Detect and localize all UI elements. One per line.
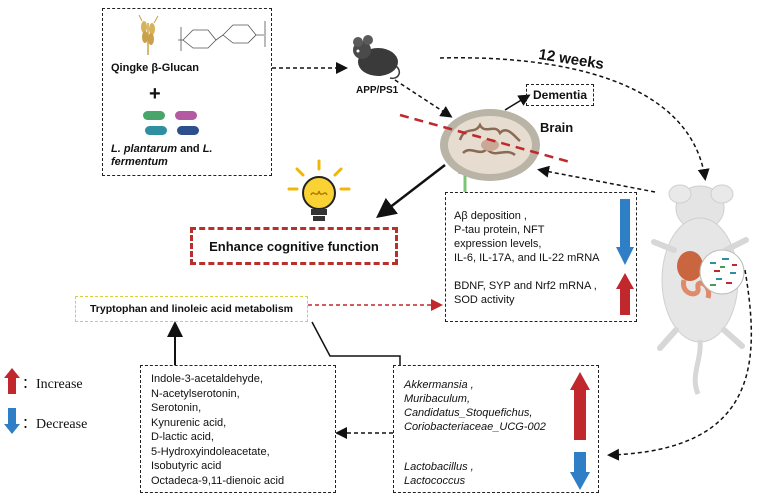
metabolite-item: 5-Hydroxyindoleacetate, [151, 445, 270, 458]
arrow-gut-to-microbes [607, 269, 753, 461]
microbe-increase-item: Akkermansia , [404, 379, 474, 391]
metabolite-item: Serotonin, [151, 402, 202, 414]
barley-icon [138, 15, 159, 55]
microbes-box: Akkermansia , Muribaculum, Candidatus_St… [393, 365, 599, 493]
decrease-change-item: P-tau protein, NFT [454, 224, 545, 236]
increase-changes-list: BDNF, SYP and Nrf2 mRNA , SOD activity [454, 279, 597, 307]
plus-sign: + [149, 83, 161, 105]
brain-section-line [399, 113, 571, 164]
glucan-label: Qingke β-Glucan [111, 62, 200, 74]
legend-decrease-arrow-icon [4, 408, 20, 434]
microbe-increase-item: Muribaculum, [404, 393, 471, 405]
arrow-mouse-to-brain-return [537, 165, 656, 193]
microbe-decrease-item: Lactobacillus , [404, 461, 474, 473]
treated-mouse-icon [651, 184, 749, 395]
microbe-decrease-item: Lactococcus [404, 475, 466, 487]
metabolite-item: N-acetylserotonin, [151, 387, 240, 400]
glucan-structure-icon [178, 21, 266, 51]
connector-microbes-to-metabolism [311, 321, 401, 372]
arrow-brain-to-enhance [376, 164, 446, 219]
mouse-icon [353, 35, 401, 80]
enhance-cognitive-label: Enhance cognitive function [209, 238, 379, 254]
probiotic-l: L. [202, 143, 213, 155]
increase-arrow-icon [616, 273, 634, 315]
microbes-increase-arrow-icon [570, 372, 590, 440]
microbes-increase-list: Akkermansia , Muribaculum, Candidatus_St… [404, 378, 546, 434]
brain-label: Brain [540, 120, 574, 135]
bacteria-icon [143, 111, 199, 135]
dementia-label: Dementia [532, 88, 588, 102]
enhance-cognitive-box: Enhance cognitive function [190, 227, 398, 265]
metabolism-label: Tryptophan and linoleic acid metabolism [89, 303, 294, 315]
probiotic-plantarum: L. plantarum [111, 143, 178, 155]
legend: ：Increase ：Decrease [4, 368, 134, 438]
metabolites-list: Indole-3-acetaldehyde, N-acetylserotonin… [151, 372, 284, 488]
decrease-change-item: IL-6, IL-17A, and IL-22 mRNA [454, 252, 600, 264]
probiotics-label: L. plantarum and L. fermentum [111, 143, 269, 169]
treatment-input-box: Qingke β-Glucan + L. plantarum and L. fe… [102, 8, 272, 176]
arrow-mouse-to-brain [394, 79, 453, 118]
microbes-decrease-arrow-icon [570, 452, 590, 490]
mouse-label: APP/PS1 [356, 85, 399, 96]
increase-change-item: SOD activity [454, 294, 515, 306]
metabolite-item: D-lactic acid, [151, 431, 214, 443]
dementia-box: Dementia [526, 84, 594, 106]
probiotic-fermentum: fermentum [111, 156, 168, 168]
increase-change-item: BDNF, SYP and Nrf2 mRNA , [454, 280, 597, 292]
metabolism-box: Tryptophan and linoleic acid metabolism [75, 296, 308, 322]
metabolite-item: Isobutyric acid [151, 460, 222, 472]
decrease-arrow-icon [616, 199, 634, 265]
metabolites-box: Indole-3-acetaldehyde, N-acetylserotonin… [140, 365, 336, 493]
legend-increase-arrow-icon [4, 368, 20, 394]
metabolite-item: Kynurenic acid, [151, 416, 227, 429]
legend-decrease-label: ：Decrease [22, 417, 88, 432]
legend-increase-label: ：Increase [22, 377, 83, 392]
metabolite-item: Octadeca-9,11-dienoic acid [151, 474, 285, 487]
microbe-increase-item: Candidatus_Stoquefichus, [404, 407, 533, 419]
metabolite-item: Indole-3-acetaldehyde, [151, 373, 263, 385]
brain-icon [440, 109, 540, 181]
arrow-brain-to-dementia [504, 94, 531, 111]
decrease-change-item: Aβ deposition , [454, 210, 527, 222]
microbes-decrease-list: Lactobacillus , Lactococcus [404, 460, 474, 488]
decrease-changes-list: Aβ deposition , P-tau protein, NFT expre… [454, 209, 600, 265]
probiotic-and: and [177, 143, 203, 155]
microbe-increase-item: Coriobacteriaceae_UCG-002 [404, 421, 546, 433]
lightbulb-icon [287, 159, 351, 221]
brain-changes-box: Aβ deposition , P-tau protein, NFT expre… [445, 192, 637, 322]
decrease-change-item: expression levels, [454, 238, 542, 250]
